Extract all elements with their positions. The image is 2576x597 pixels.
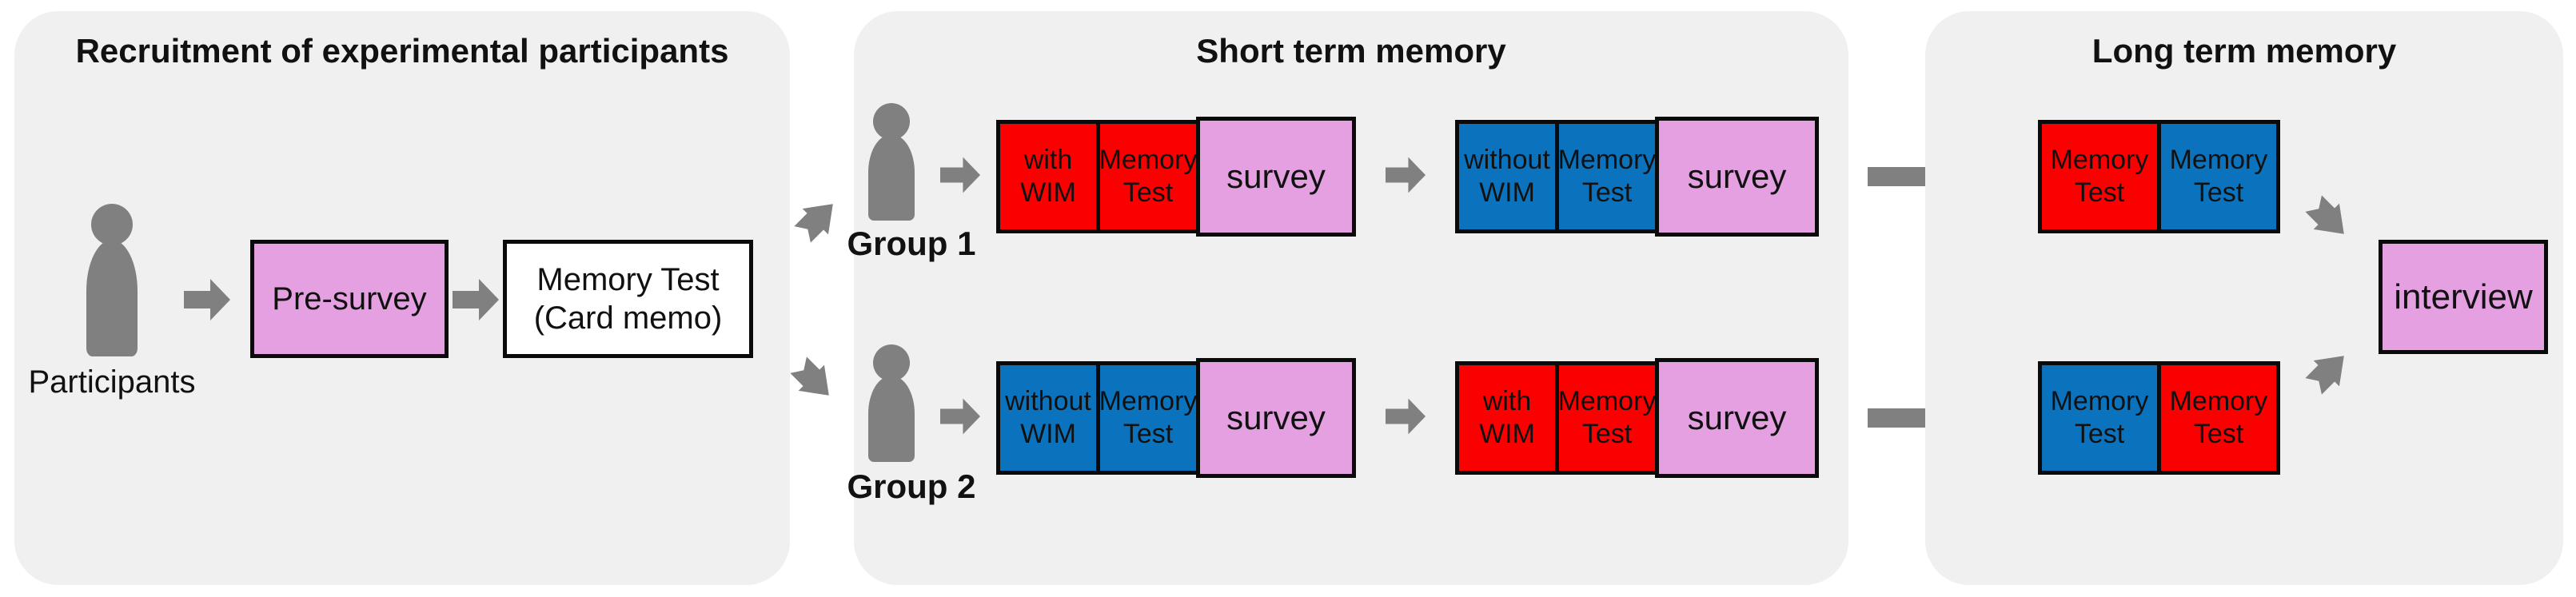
memory-test-cell: Memory Test	[2038, 120, 2161, 233]
pre-survey-box: Pre-survey	[250, 240, 449, 358]
memory-test-line1: Memory Test	[536, 262, 720, 297]
memory-test-cell: Memory Test	[1555, 361, 1659, 475]
arrow-down-right-icon	[2299, 189, 2357, 247]
without-wim-cell: without WIM	[996, 361, 1100, 475]
pre-survey-label: Pre-survey	[272, 281, 427, 316]
group1-person-icon	[868, 103, 915, 221]
cell-line1: with	[1023, 145, 1073, 176]
survey-label: survey	[1687, 157, 1787, 195]
survey-cell: survey	[1655, 117, 1819, 237]
participant-person-icon	[86, 204, 138, 356]
interview-label: interview	[2394, 277, 2533, 316]
cell-line2: Test	[1123, 419, 1174, 449]
group2-label: Group 2	[847, 468, 976, 505]
cell-line1: with	[1482, 386, 1532, 417]
memory-test-card-memo-box: Memory Test (Card memo)	[503, 240, 753, 358]
person-head	[873, 344, 910, 381]
cell-line2: Test	[1123, 177, 1174, 208]
survey-label: survey	[1226, 398, 1326, 436]
arrow-right-icon	[184, 279, 230, 320]
cell-line1: Memory	[2169, 145, 2268, 176]
interview-box: interview	[2379, 240, 2548, 354]
cell-line1: Memory	[1557, 145, 1657, 176]
with-wim-cell: with WIM	[1455, 361, 1559, 475]
panel-recruitment-title: Recruitment of experimental participants	[75, 32, 729, 70]
cell-line1: Memory	[1099, 145, 1198, 176]
cell-line2: WIM	[1479, 177, 1535, 208]
person-head	[91, 204, 133, 245]
group1-phase2-sequence: without WIM Memory Test survey	[1455, 117, 1819, 237]
group2-phase1-sequence: without WIM Memory Test survey	[996, 358, 1356, 478]
without-wim-cell: without WIM	[1455, 120, 1559, 233]
cell-line2: WIM	[1020, 419, 1076, 449]
cell-line1: Memory	[1557, 386, 1657, 417]
panel-short-term-memory: Short term memory	[854, 11, 1848, 585]
group2-person-icon	[868, 344, 915, 462]
person-torso	[868, 376, 915, 462]
arrow-down-right-icon	[784, 351, 842, 408]
survey-cell: survey	[1655, 358, 1819, 478]
memory-test-cell: Memory Test	[2157, 361, 2280, 475]
cell-line2: Test	[1581, 419, 1633, 449]
arrow-up-right-icon	[2299, 343, 2357, 400]
memory-test-cell: Memory Test	[2157, 120, 2280, 233]
cell-line2: Test	[2193, 177, 2244, 208]
arrow-right-icon	[1386, 398, 1426, 435]
long-term-row2-pair: Memory Test Memory Test	[2038, 361, 2280, 475]
arrow-right-icon	[1386, 157, 1426, 193]
cell-line2: Test	[2193, 419, 2244, 449]
survey-cell: survey	[1196, 117, 1356, 237]
arrow-right-icon	[453, 279, 499, 320]
participants-label: Participants	[28, 364, 196, 400]
cell-line2: Test	[2074, 177, 2125, 208]
memory-test-cell: Memory Test	[1096, 361, 1200, 475]
panel-short-term-title: Short term memory	[1196, 32, 1506, 70]
cell-line1: without	[1005, 386, 1091, 417]
memory-test-cell: Memory Test	[2038, 361, 2161, 475]
with-wim-cell: with WIM	[996, 120, 1100, 233]
group2-phase2-sequence: with WIM Memory Test survey	[1455, 358, 1819, 478]
cell-line2: Test	[2074, 419, 2125, 449]
cell-line1: Memory	[2050, 145, 2149, 176]
panel-long-term-title: Long term memory	[2092, 32, 2397, 70]
person-head	[873, 103, 910, 140]
cell-line1: Memory	[1099, 386, 1198, 417]
cell-line1: Memory	[2169, 386, 2268, 417]
person-torso	[868, 134, 915, 221]
arrow-up-right-icon	[788, 191, 846, 249]
memory-test-cell: Memory Test	[1555, 120, 1659, 233]
survey-label: survey	[1226, 157, 1326, 195]
group1-label: Group 1	[847, 225, 976, 262]
arrow-right-icon	[940, 398, 980, 435]
cell-line2: WIM	[1020, 177, 1076, 208]
group1-phase1-sequence: with WIM Memory Test survey	[996, 117, 1356, 237]
cell-line2: WIM	[1479, 419, 1535, 449]
memory-test-cell: Memory Test	[1096, 120, 1200, 233]
long-term-row1-pair: Memory Test Memory Test	[2038, 120, 2280, 233]
person-torso	[86, 240, 138, 356]
cell-line2: Test	[1581, 177, 1633, 208]
memory-test-line2: (Card memo)	[533, 300, 723, 336]
survey-cell: survey	[1196, 358, 1356, 478]
cell-line1: Memory	[2050, 386, 2149, 417]
survey-label: survey	[1687, 398, 1787, 436]
arrow-right-icon	[940, 157, 980, 193]
cell-line1: without	[1464, 145, 1550, 176]
